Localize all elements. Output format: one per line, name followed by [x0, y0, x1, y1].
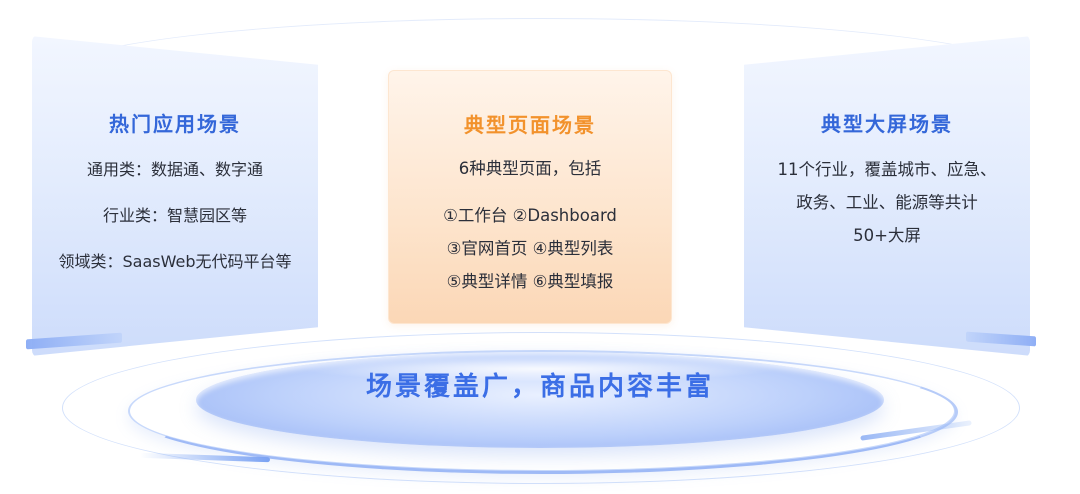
platform-slogan: 场景覆盖广，商品内容丰富 [365, 372, 714, 402]
card-line: 政务、工业、能源等共计 [796, 193, 978, 212]
card-title: 典型页面场景 [464, 113, 596, 137]
platform-ring-accent [128, 350, 958, 474]
card-line: ③官网首页 ④典型列表 [446, 239, 614, 258]
card-title: 热门应用场景 [109, 112, 241, 136]
card-line: ①工作台 ②Dashboard [443, 206, 617, 225]
card-hot-scenarios: 热门应用场景 通用类：数据通、数字通 行业类：智慧园区等 领域类：SaasWeb… [30, 36, 318, 356]
card-intro: 6种典型页面，包括 [458, 159, 602, 178]
card-line: ⑤典型详情 ⑥典型填报 [446, 272, 614, 291]
card-title: 典型大屏场景 [821, 112, 953, 136]
background-arc [40, 18, 1042, 139]
platform-outer-ring [62, 332, 1020, 484]
card-line: 通用类：数据通、数字通 [86, 160, 263, 179]
card-line: 50+大屏 [853, 226, 921, 245]
card-big-screen-scenarios: 典型大屏场景 11个行业，覆盖城市、应急、 政务、工业、能源等共计 50+大屏 [744, 36, 1032, 356]
platform-disc-highlight [300, 356, 780, 382]
card-line: 领域类：SaasWeb无代码平台等 [58, 252, 292, 271]
card-typical-pages: 典型页面场景 6种典型页面，包括 ①工作台 ②Dashboard ③官网首页 ④… [388, 70, 672, 324]
card-line: 11个行业，覆盖城市、应急、 [777, 160, 997, 179]
card-line: 行业类：智慧园区等 [102, 206, 247, 225]
